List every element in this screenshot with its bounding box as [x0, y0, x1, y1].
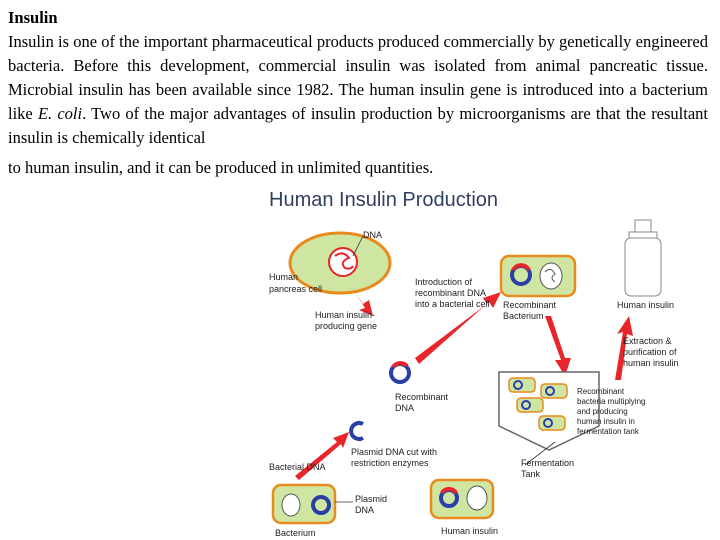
- label-bacterium: Bacterium: [275, 528, 316, 538]
- fermentation-pointer: [524, 441, 556, 466]
- document-body: Insulin Insulin is one of the important …: [8, 6, 708, 180]
- label-plasmid-1: Plasmid: [355, 494, 387, 504]
- label-extraction-2: purification of: [623, 347, 677, 357]
- label-pancreas-cell: pancreas cell: [269, 284, 322, 294]
- arrow-plasmid: [295, 432, 349, 480]
- label-bacterial-dna: Bacterial DNA: [269, 462, 326, 472]
- paragraph: to human insulin, and it can be produced…: [8, 158, 434, 177]
- paragraph-text: Insulin is one of the important pharmace…: [8, 32, 708, 99]
- label-recomb-bacterium-2: Bacterium: [503, 311, 544, 321]
- pancreas-cell: [288, 231, 392, 295]
- label-plasmid-cut-2: restriction enzymes: [351, 458, 429, 468]
- label-human-insulin-top: Human insulin: [617, 300, 674, 310]
- recombinant-bacterium: [499, 254, 577, 298]
- label-gene-2: producing gene: [315, 321, 377, 331]
- label-recombinant-dna-2: DNA: [395, 403, 414, 413]
- label-multiply-4: human insulin in: [577, 417, 635, 426]
- arrow-gene: [355, 292, 373, 316]
- label-plasmid-cut-1: Plasmid DNA cut with: [351, 447, 437, 457]
- label-human: Human: [269, 272, 298, 282]
- label-intro-3: into a bacterial cell: [415, 299, 490, 309]
- label-dna: DNA: [363, 230, 382, 240]
- bacterium: [271, 483, 337, 525]
- insulin-production-diagram: Human Insulin Production DNA Human pancr…: [269, 189, 679, 538]
- label-multiply-2: bacteria multiplying: [577, 397, 645, 406]
- label-intro-2: recombinant DNA: [415, 288, 486, 298]
- label-extraction-3: human insulin: [623, 358, 679, 368]
- label-multiply-5: fermentation tank: [577, 427, 640, 436]
- label-recomb-bacterium-1: Recombinant: [503, 300, 557, 310]
- document-heading: Insulin: [8, 8, 58, 27]
- label-recombinant-dna-1: Recombinant: [395, 392, 449, 402]
- arrow-extraction: [615, 316, 633, 380]
- label-extraction-1: Extraction &: [623, 336, 672, 346]
- paragraph-text: . Two of the major advantages of insulin…: [8, 104, 709, 147]
- label-fermentation-2: Tank: [521, 469, 541, 479]
- label-plasmid-2: DNA: [355, 505, 374, 515]
- fermentation-tank: [498, 371, 600, 451]
- recombinant-plasmid: [389, 361, 411, 384]
- dna-pointer: [352, 235, 364, 257]
- paragraph-text: insulin gene is introduced into a bacter…: [8, 80, 708, 123]
- organism-name: E. coli: [37, 104, 83, 123]
- label-gene-1: Human insulin-: [315, 310, 375, 320]
- label-multiply-1: Recombinant: [577, 387, 625, 396]
- arrow-to-tank: [545, 316, 571, 376]
- paragraph: Insulin is one of the important pharmace…: [8, 30, 708, 150]
- label-human-insulin-bottom: Human insulin: [441, 526, 498, 536]
- label-multiply-3: and producing: [577, 407, 628, 416]
- arrow-introduction: [415, 292, 501, 364]
- insulin-producing-bacterium: [429, 478, 495, 520]
- label-intro-1: Introduction of: [415, 277, 473, 287]
- insulin-bottle: [624, 219, 662, 297]
- figure-title: Human Insulin Production: [269, 189, 498, 211]
- cut-plasmid: [349, 421, 364, 441]
- label-fermentation-1: Fermentation: [521, 458, 574, 468]
